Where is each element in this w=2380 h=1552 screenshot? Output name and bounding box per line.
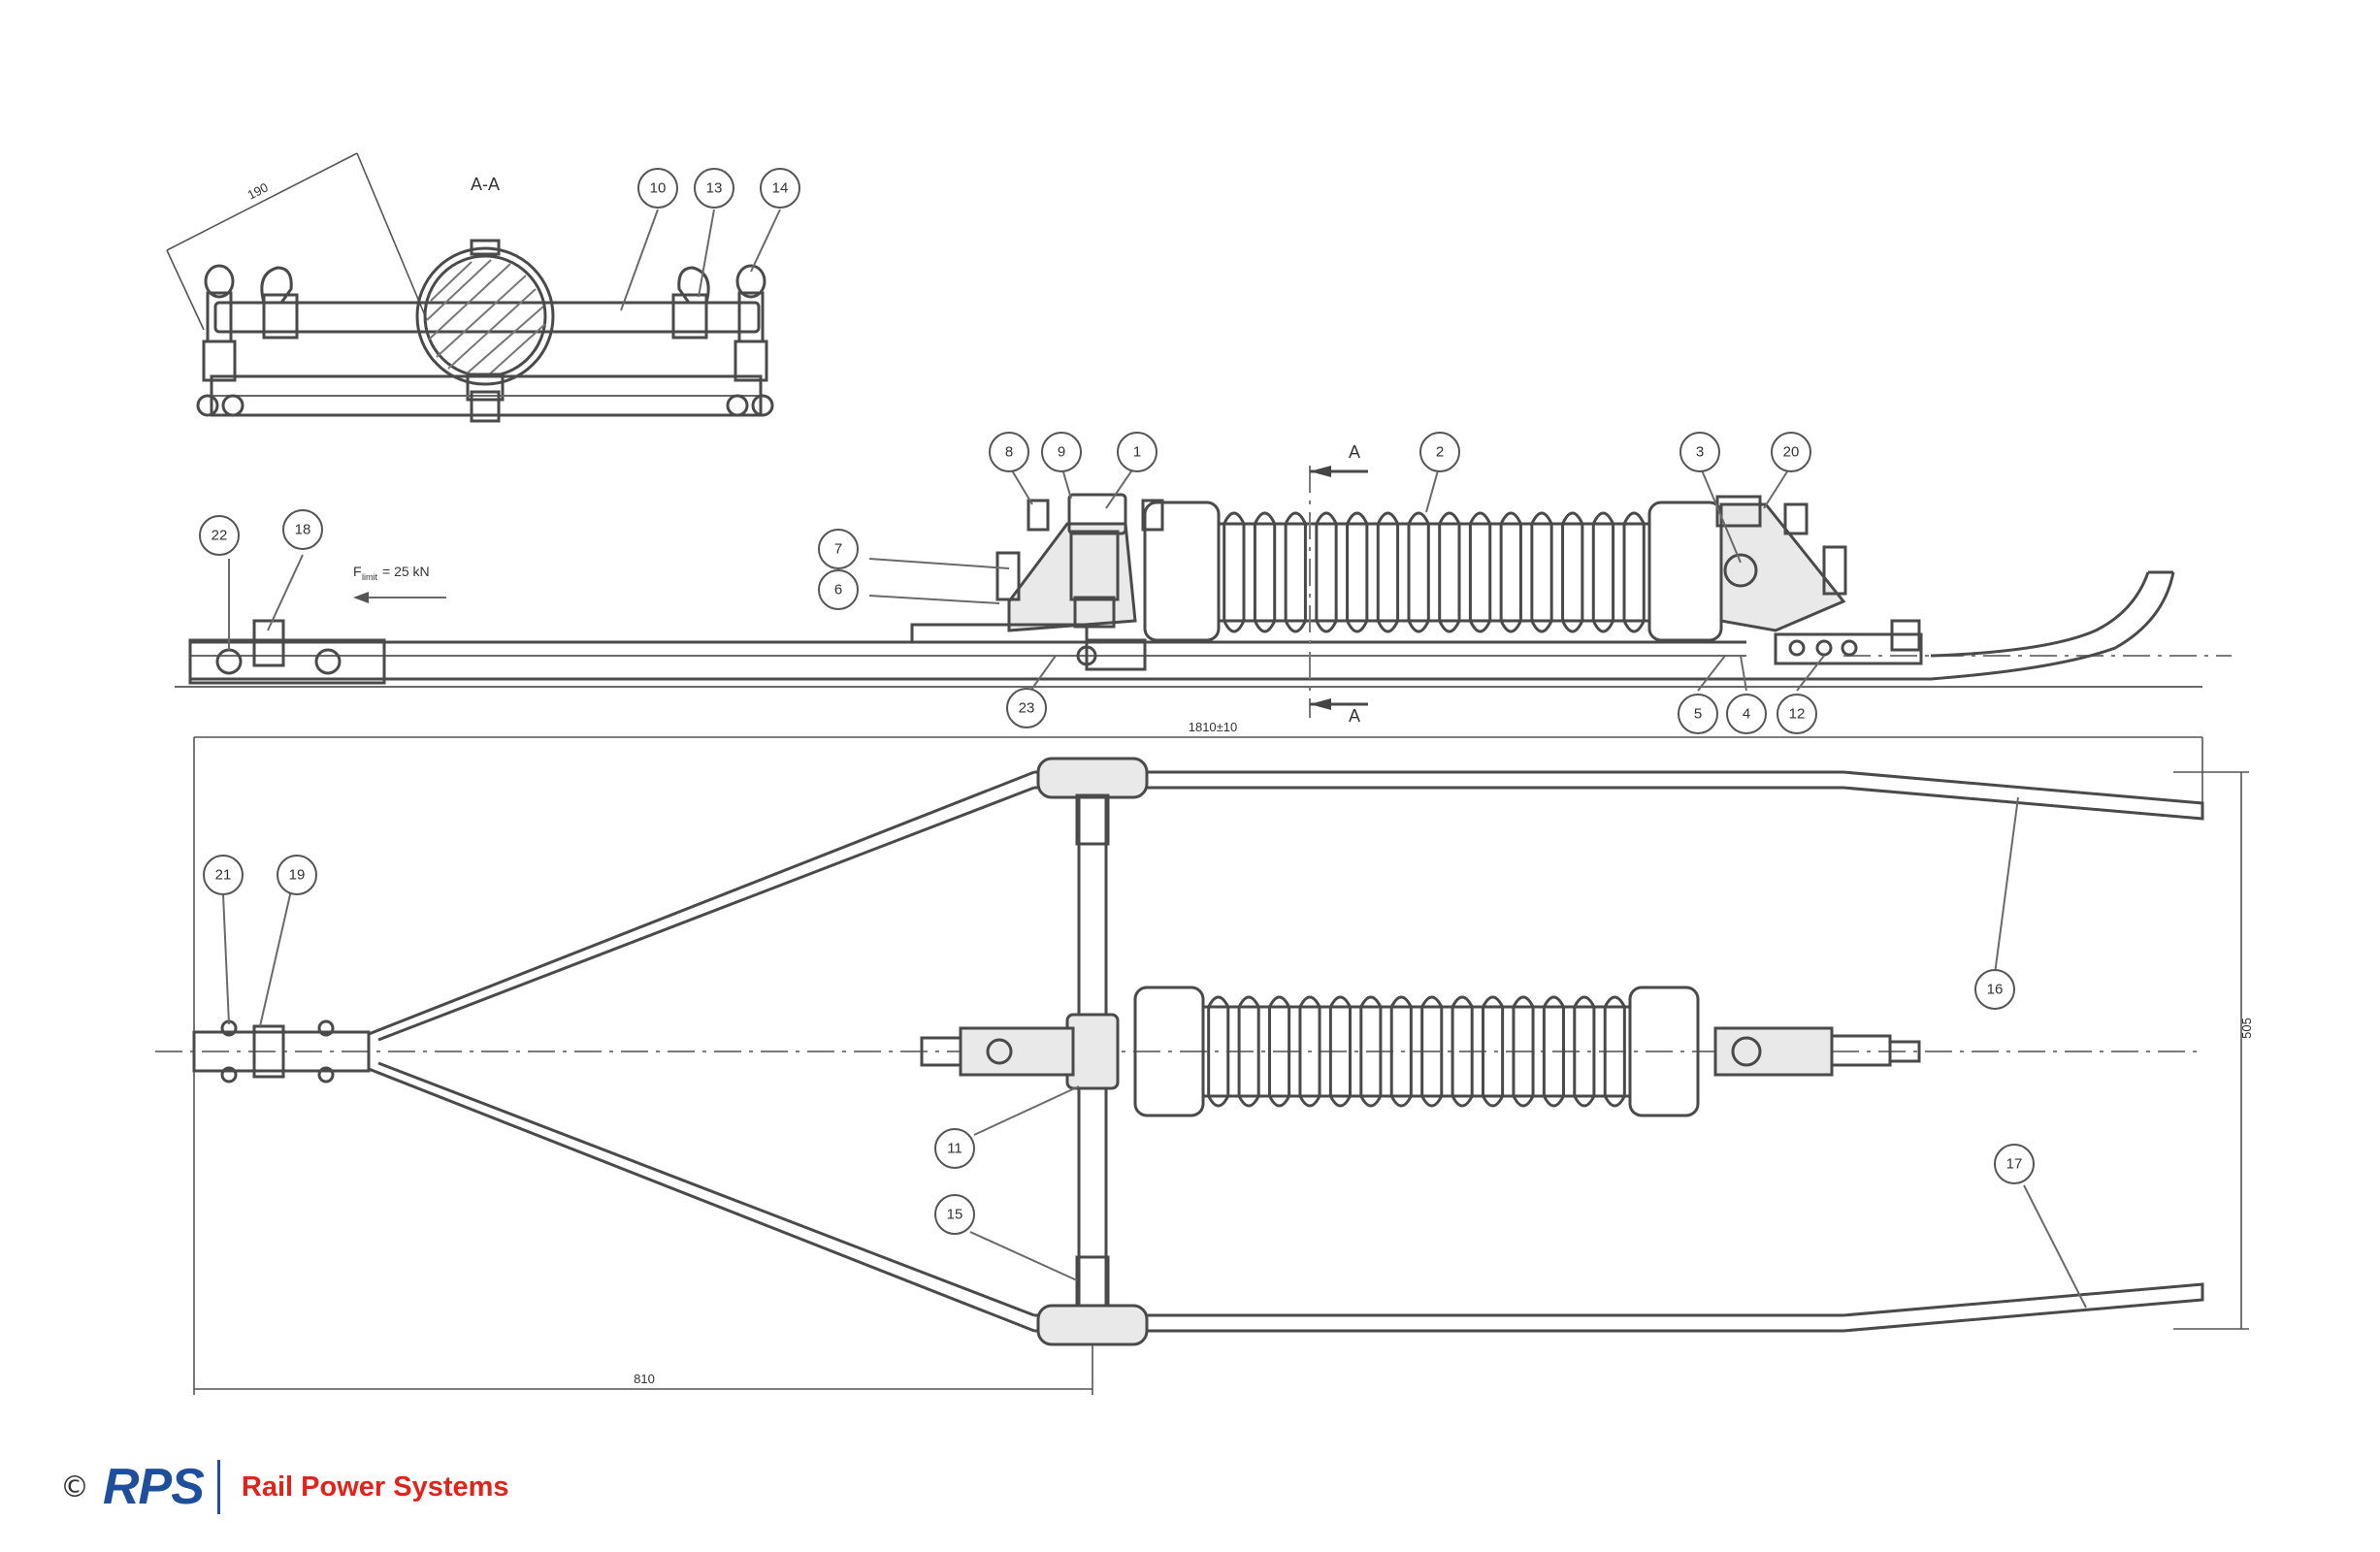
balloon-6: 6: [818, 569, 859, 610]
balloon-16: 16: [1974, 969, 2015, 1010]
section-marker-bottom: A: [1349, 706, 1360, 726]
balloon-12: 12: [1777, 694, 1817, 734]
balloon-21: 21: [203, 855, 244, 895]
copyright-symbol: ©: [60, 1470, 89, 1504]
balloon-label: 7: [834, 541, 842, 558]
balloon-22: 22: [199, 515, 240, 556]
balloon-label: 22: [212, 528, 228, 544]
balloon-8: 8: [989, 432, 1029, 472]
balloon-label: 23: [1019, 700, 1035, 717]
section-marker-top: A: [1349, 442, 1360, 462]
balloon-2: 2: [1419, 432, 1460, 472]
section-title: A-A: [471, 175, 500, 194]
balloon-label: 2: [1436, 444, 1444, 461]
balloon-label: 11: [947, 1141, 962, 1157]
balloon-23: 23: [1006, 688, 1047, 728]
force-value: = 25 kN: [382, 564, 430, 579]
dim-810: 810: [634, 1372, 655, 1386]
balloon-label: 9: [1058, 444, 1065, 461]
balloon-label: 6: [834, 582, 842, 598]
balloon-9: 9: [1041, 432, 1082, 472]
balloon-label: 4: [1743, 706, 1750, 723]
right-clamp: [671, 264, 774, 417]
balloon-14: 14: [760, 168, 800, 209]
balloon-5: 5: [1678, 694, 1718, 734]
balloon-label: 17: [2006, 1156, 2023, 1173]
balloon-18: 18: [282, 509, 323, 550]
balloon-10: 10: [637, 168, 678, 209]
logo-divider: [216, 1460, 220, 1514]
left-clamp: [196, 264, 299, 417]
balloon-label: 20: [1783, 444, 1800, 461]
balloon-7: 7: [818, 529, 859, 569]
balloon-19: 19: [277, 855, 317, 895]
force-sub: limit: [362, 572, 377, 582]
balloon-label: 15: [947, 1207, 963, 1223]
side-view: F limit = 25 kN: [175, 442, 2232, 726]
balloon-1: 1: [1117, 432, 1157, 472]
plan-view: 1810±10 505 810: [155, 720, 2254, 1395]
balloon-3: 3: [1679, 432, 1720, 472]
balloon-4: 4: [1726, 694, 1767, 734]
balloon-15: 15: [934, 1194, 975, 1235]
balloon-label: 8: [1005, 444, 1013, 461]
rps-logo: RPS: [103, 1459, 205, 1515]
dim-1810: 1810±10: [1189, 720, 1238, 734]
section-view-a-a: A-A 190: [166, 152, 781, 423]
footer-branding: © RPS Rail Power Systems: [60, 1453, 509, 1521]
balloon-label: 12: [1789, 706, 1806, 723]
insulator-sheds-plan: [1207, 995, 1626, 1108]
balloon-label: 16: [1987, 982, 2004, 998]
balloon-label: 13: [706, 180, 723, 197]
balloon-label: 5: [1694, 706, 1702, 723]
balloon-label: 14: [772, 180, 789, 197]
balloon-label: 21: [215, 867, 232, 884]
balloon-label: 19: [289, 867, 306, 884]
balloon-label: 18: [295, 522, 311, 538]
balloon-label: 10: [650, 180, 667, 197]
force-indicator: F limit = 25 kN: [353, 564, 446, 603]
dim-505: 505: [2239, 1018, 2254, 1039]
balloon-11: 11: [934, 1128, 975, 1169]
force-label: F: [353, 564, 362, 579]
balloon-13: 13: [694, 168, 734, 209]
insulator-sheds: [1223, 511, 1646, 633]
balloon-17: 17: [1994, 1144, 2035, 1184]
balloon-label: 1: [1133, 444, 1141, 461]
balloon-20: 20: [1771, 432, 1811, 472]
company-name: Rail Power Systems: [241, 1471, 509, 1503]
balloon-label: 3: [1696, 444, 1704, 461]
